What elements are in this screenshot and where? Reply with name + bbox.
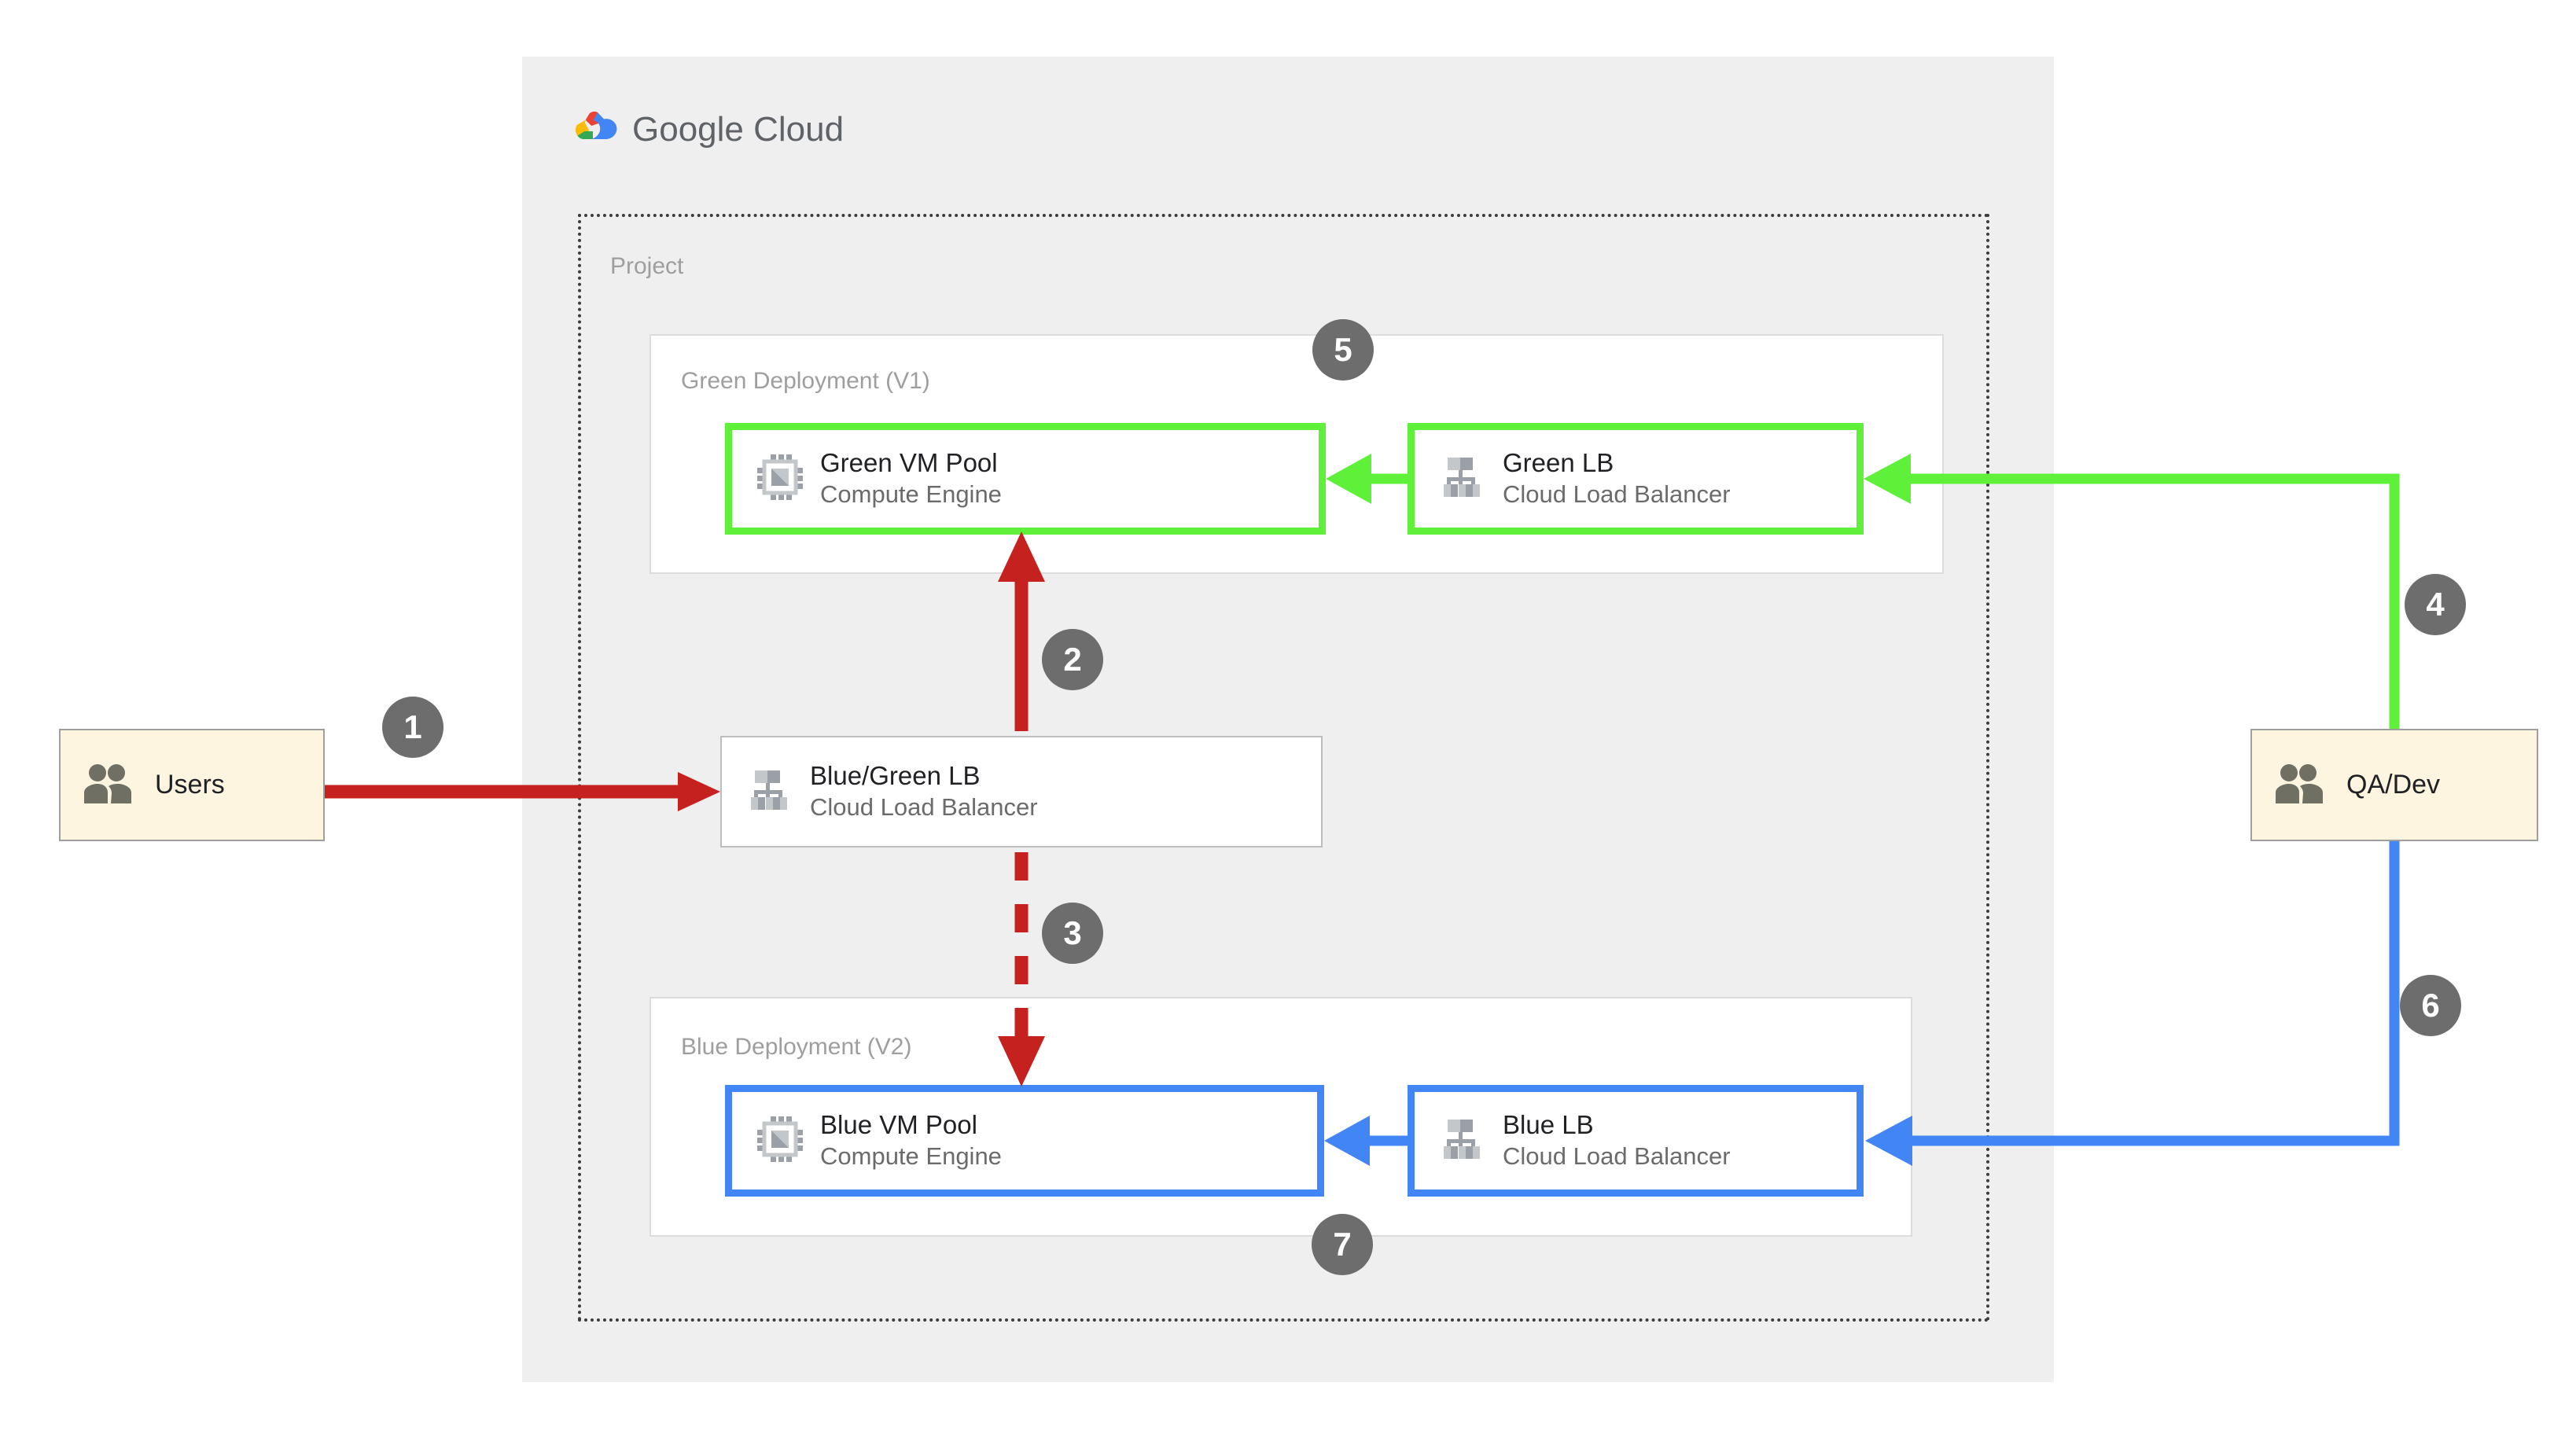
card-green-vm-pool[interactable]: Green VM Pool Compute Engine	[725, 423, 1326, 535]
project-boundary	[578, 214, 1989, 1322]
step-badge-3: 3	[1042, 903, 1103, 964]
card-title-green-vm: Green VM Pool	[820, 448, 998, 478]
card-blue-vm-pool[interactable]: Blue VM Pool Compute Engine	[725, 1085, 1324, 1197]
card-blue-lb[interactable]: Blue LB Cloud Load Balancer	[1408, 1085, 1864, 1197]
card-text-bluegreen-lb: Blue/Green LB Cloud Load Balancer	[810, 761, 1038, 822]
cloud-load-balancer-icon	[1440, 454, 1485, 504]
step-badge-4: 4	[2405, 574, 2466, 635]
compute-engine-chip-icon	[757, 1116, 803, 1166]
card-bluegreen-lb[interactable]: Blue/Green LB Cloud Load Balancer	[720, 736, 1323, 848]
card-subtitle-bluegreen-lb: Cloud Load Balancer	[810, 793, 1038, 822]
google-cloud-brand-text: Google Cloud	[632, 110, 844, 149]
cloud-load-balancer-icon	[747, 767, 793, 817]
people-group-icon	[81, 763, 134, 807]
card-title-bluegreen-lb: Blue/Green LB	[810, 761, 981, 791]
compute-engine-chip-icon	[757, 454, 803, 504]
step-badge-5: 5	[1312, 319, 1374, 381]
step-badge-1: 1	[382, 697, 443, 758]
card-subtitle-green-lb: Cloud Load Balancer	[1503, 480, 1731, 509]
google-cloud-brand: Google Cloud	[574, 110, 844, 149]
card-title-blue-lb: Blue LB	[1503, 1110, 1594, 1140]
step-badge-6: 6	[2400, 975, 2461, 1036]
card-subtitle-blue-vm: Compute Engine	[820, 1142, 1002, 1171]
blue-deployment-label: Blue Deployment (V2)	[681, 1034, 912, 1060]
card-title-blue-vm: Blue VM Pool	[820, 1110, 977, 1140]
actor-users[interactable]: Users	[59, 729, 325, 841]
project-label: Project	[610, 253, 684, 279]
card-text-green-lb: Green LB Cloud Load Balancer	[1503, 448, 1731, 509]
google-cloud-logo-icon	[574, 111, 620, 149]
actor-label-qadev: QA/Dev	[2346, 770, 2441, 800]
card-text-green-vm: Green VM Pool Compute Engine	[820, 448, 1002, 509]
card-subtitle-blue-lb: Cloud Load Balancer	[1503, 1142, 1731, 1171]
card-subtitle-green-vm: Compute Engine	[820, 480, 1002, 509]
card-green-lb[interactable]: Green LB Cloud Load Balancer	[1408, 423, 1864, 535]
step-badge-7: 7	[1312, 1214, 1373, 1275]
actor-qadev[interactable]: QA/Dev	[2250, 729, 2538, 841]
card-text-blue-vm: Blue VM Pool Compute Engine	[820, 1110, 1002, 1171]
step-badge-2: 2	[1042, 629, 1103, 690]
actor-label-users: Users	[155, 770, 225, 800]
card-text-blue-lb: Blue LB Cloud Load Balancer	[1503, 1110, 1731, 1171]
people-group-icon	[2272, 763, 2326, 807]
brand-word-cloud: Cloud	[753, 110, 845, 149]
cloud-load-balancer-icon	[1440, 1116, 1485, 1166]
brand-word-google: Google	[632, 110, 744, 149]
card-title-green-lb: Green LB	[1503, 448, 1614, 478]
green-deployment-label: Green Deployment (V1)	[681, 368, 930, 394]
